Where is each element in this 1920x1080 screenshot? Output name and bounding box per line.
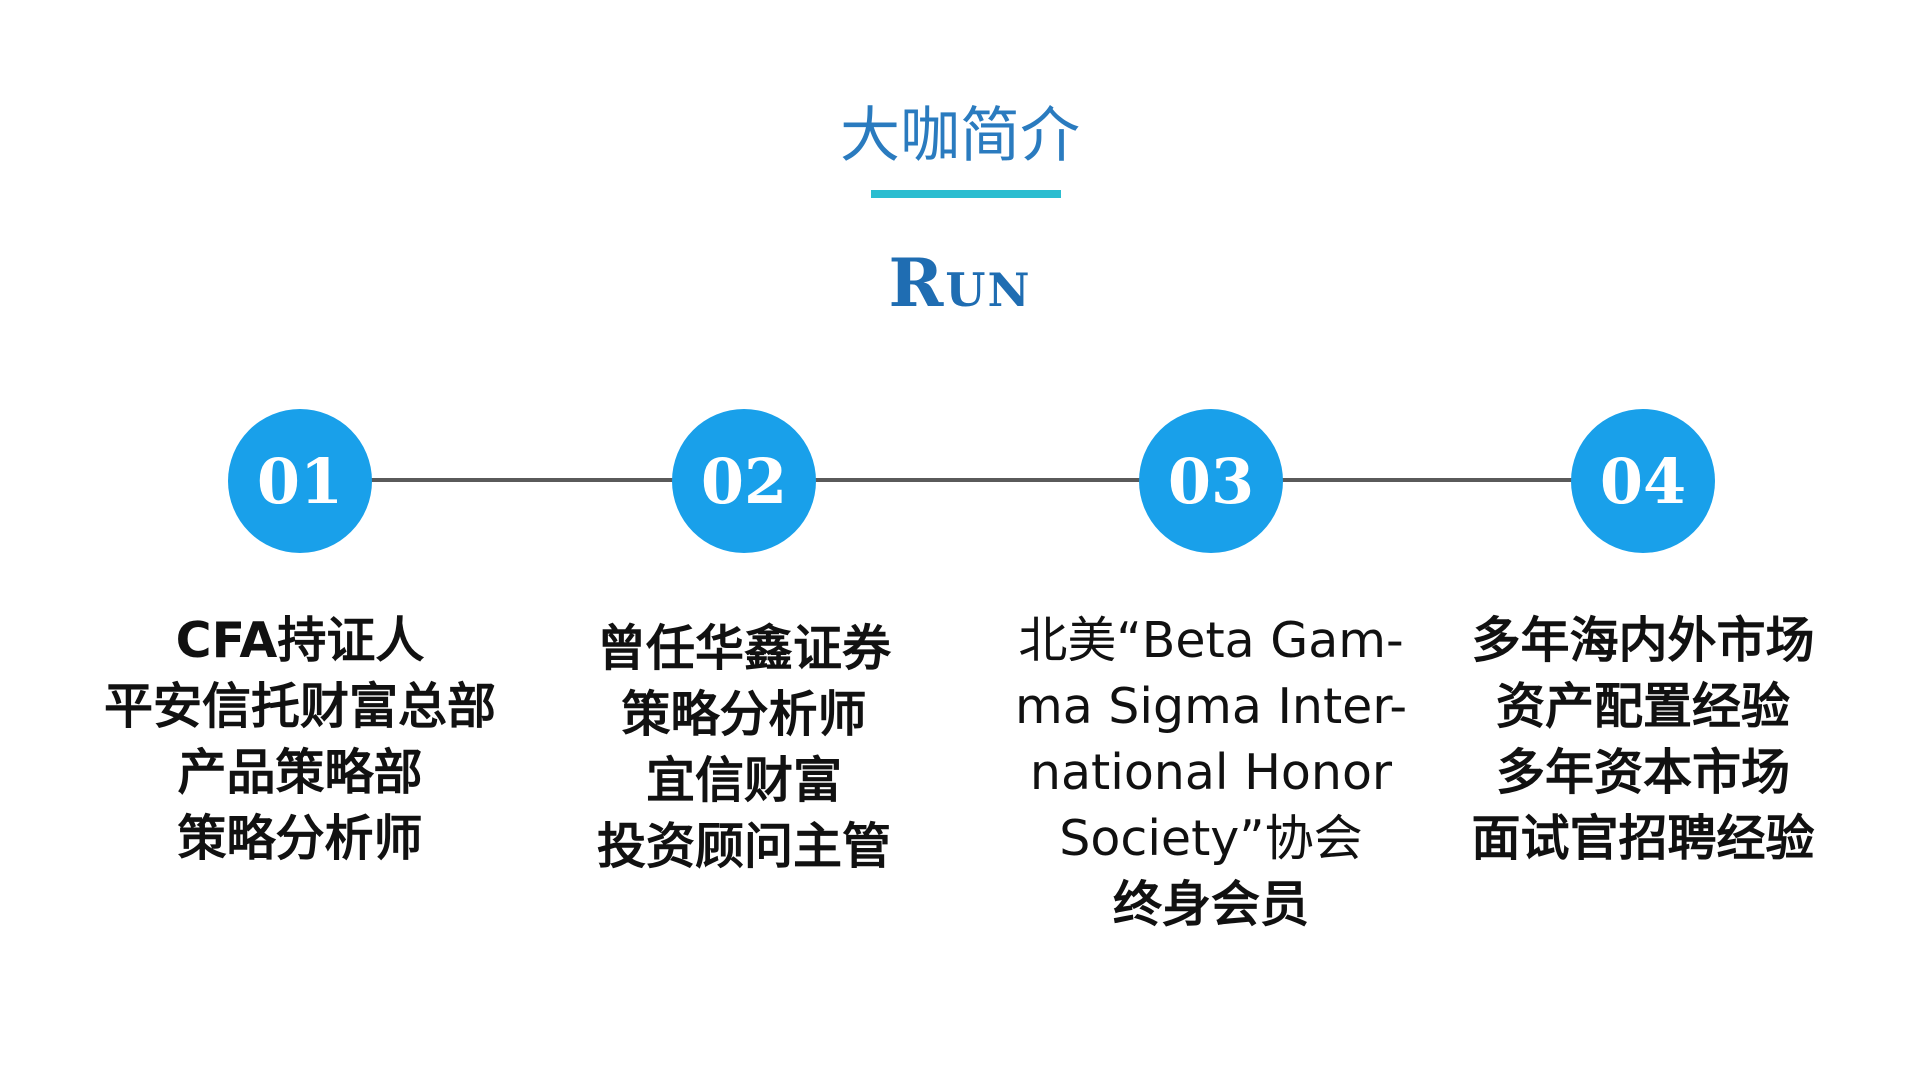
- desc-line: 面试官招聘经验: [1471, 810, 1815, 867]
- desc-line: 平安信托财富总部: [103, 678, 496, 735]
- title-underline: [871, 190, 1061, 198]
- desc-line: 多年海内外市场: [1471, 612, 1815, 669]
- desc-line: 终身会员: [1112, 876, 1309, 933]
- page-title: 大咖简介: [840, 101, 1080, 171]
- desc-line: 策略分析师: [621, 686, 867, 743]
- desc-line: 宜信财富: [645, 752, 842, 809]
- timeline-node-03: 03: [1139, 409, 1283, 553]
- desc-line: 曾任华鑫证券: [596, 620, 891, 677]
- desc-line: Society”协会: [1059, 810, 1363, 867]
- desc-line: national Honor: [1029, 744, 1393, 801]
- desc-line: 策略分析师: [177, 810, 423, 867]
- desc-line: 北美“Beta Gam-: [1018, 612, 1404, 669]
- timeline-desc-01: CFA持证人 平安信托财富总部 产品策略部 策略分析师: [80, 608, 520, 872]
- timeline-desc-02: 曾任华鑫证券 策略分析师 宜信财富 投资顾问主管: [524, 616, 964, 880]
- timeline-node-04: 04: [1571, 409, 1715, 553]
- desc-line: 投资顾问主管: [596, 818, 891, 875]
- desc-line: 多年资本市场: [1495, 744, 1790, 801]
- timeline-desc-03: 北美“Beta Gam- ma Sigma Inter- national Ho…: [991, 608, 1431, 938]
- timeline-node-01: 01: [228, 409, 372, 553]
- desc-line: CFA持证人: [175, 612, 425, 669]
- timeline-line: [300, 478, 1620, 482]
- timeline-desc-04: 多年海内外市场 资产配置经验 多年资本市场 面试官招聘经验: [1423, 608, 1863, 872]
- speaker-name: Run: [888, 244, 1032, 322]
- timeline-node-02: 02: [672, 409, 816, 553]
- desc-line: ma Sigma Inter-: [1014, 678, 1408, 735]
- desc-line: 产品策略部: [177, 744, 423, 801]
- desc-line: 资产配置经验: [1495, 678, 1790, 735]
